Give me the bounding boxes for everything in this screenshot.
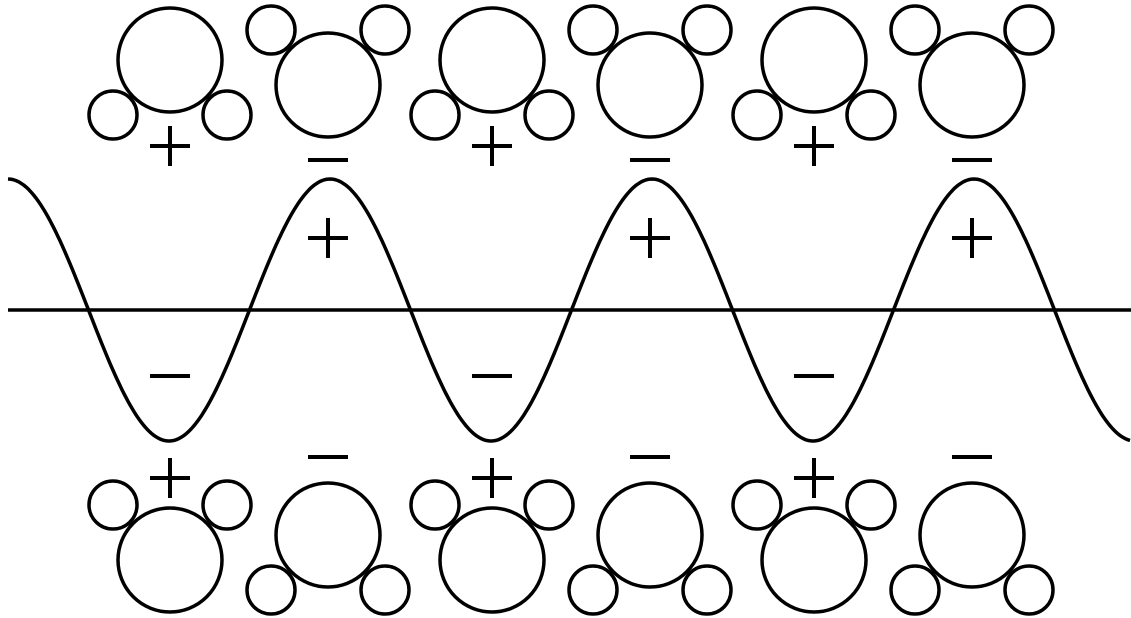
bottom-molecule-3 xyxy=(409,479,575,614)
bottom-molecule-6 xyxy=(889,481,1055,616)
molecule-lobe-right xyxy=(845,89,897,141)
molecule-core xyxy=(274,481,382,589)
molecule-core xyxy=(274,31,382,139)
bottom-molecule-row xyxy=(87,455,1055,616)
molecule-lobe-left xyxy=(87,89,139,141)
bottom-molecule-5 xyxy=(731,479,897,614)
molecule-core xyxy=(116,506,224,614)
molecule-lobe-right xyxy=(523,479,575,531)
molecule-lobe-left xyxy=(889,4,941,56)
wave-layer xyxy=(7,177,1131,443)
molecule-lobe-right xyxy=(681,564,733,616)
peak-sign-1 xyxy=(308,218,348,258)
molecule-lobe-right xyxy=(523,89,575,141)
bottom-charge-3 xyxy=(472,458,512,498)
sine-wave xyxy=(7,177,1131,443)
molecule-core xyxy=(760,506,868,614)
top-molecule-4 xyxy=(567,4,733,139)
bottom-molecule-1 xyxy=(87,479,253,614)
molecule-core xyxy=(438,6,546,114)
top-charge-5 xyxy=(794,126,834,166)
molecule-core xyxy=(918,481,1026,589)
molecule-lobe-left xyxy=(731,89,783,141)
molecule-core xyxy=(596,31,704,139)
molecule-lobe-right xyxy=(359,564,411,616)
bottom-charge-1 xyxy=(150,458,190,498)
peak-sign-3 xyxy=(952,218,992,258)
top-molecule-2 xyxy=(245,4,411,139)
molecule-lobe-right xyxy=(681,4,733,56)
wave-sign-labels xyxy=(150,218,992,378)
top-molecule-3 xyxy=(409,6,575,141)
bottom-molecule-2 xyxy=(245,481,411,616)
top-molecule-1 xyxy=(87,6,253,141)
molecule-lobe-right xyxy=(201,479,253,531)
bottom-molecule-4 xyxy=(567,481,733,616)
molecule-core xyxy=(760,6,868,114)
peak-sign-2 xyxy=(630,218,670,258)
molecule-lobe-right xyxy=(845,479,897,531)
molecule-lobe-left xyxy=(245,564,297,616)
molecule-lobe-right xyxy=(1003,4,1055,56)
molecule-lobe-right xyxy=(201,89,253,141)
molecule-lobe-left xyxy=(567,4,619,56)
top-molecule-row xyxy=(87,4,1055,166)
molecule-core xyxy=(596,481,704,589)
top-charge-3 xyxy=(472,126,512,166)
bottom-charge-5 xyxy=(794,458,834,498)
molecule-lobe-left xyxy=(245,4,297,56)
molecule-lobe-right xyxy=(1003,564,1055,616)
top-molecule-5 xyxy=(731,6,897,141)
molecule-core xyxy=(116,6,224,114)
molecule-lobe-left xyxy=(87,479,139,531)
molecule-lobe-left xyxy=(409,479,461,531)
molecule-lobe-right xyxy=(359,4,411,56)
molecule-lobe-left xyxy=(889,564,941,616)
molecule-core xyxy=(918,31,1026,139)
molecule-lobe-left xyxy=(409,89,461,141)
molecule-core xyxy=(438,506,546,614)
molecule-lobe-left xyxy=(567,564,619,616)
top-charge-1 xyxy=(150,126,190,166)
molecule-lobe-left xyxy=(731,479,783,531)
top-molecule-6 xyxy=(889,4,1055,139)
